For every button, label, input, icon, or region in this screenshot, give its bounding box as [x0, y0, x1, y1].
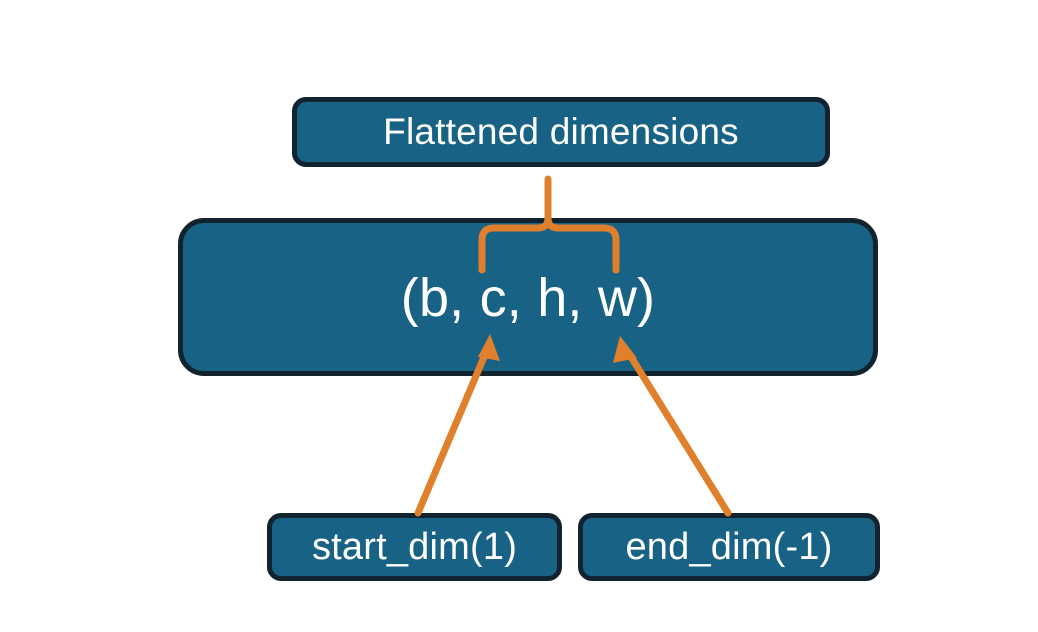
node-flattened-dimensions: Flattened dimensions [292, 97, 830, 167]
node-end-dim-label: end_dim(-1) [625, 525, 833, 568]
node-end-dim: end_dim(-1) [578, 513, 880, 581]
node-tensor-shape-label: (b, c, h, w) [400, 268, 656, 328]
node-flattened-dimensions-label: Flattened dimensions [383, 111, 739, 152]
node-start-dim: start_dim(1) [267, 513, 562, 581]
node-tensor-shape: (b, c, h, w) [178, 218, 878, 376]
arrow-end-dim-line [624, 348, 732, 517]
node-start-dim-label: start_dim(1) [311, 525, 518, 568]
